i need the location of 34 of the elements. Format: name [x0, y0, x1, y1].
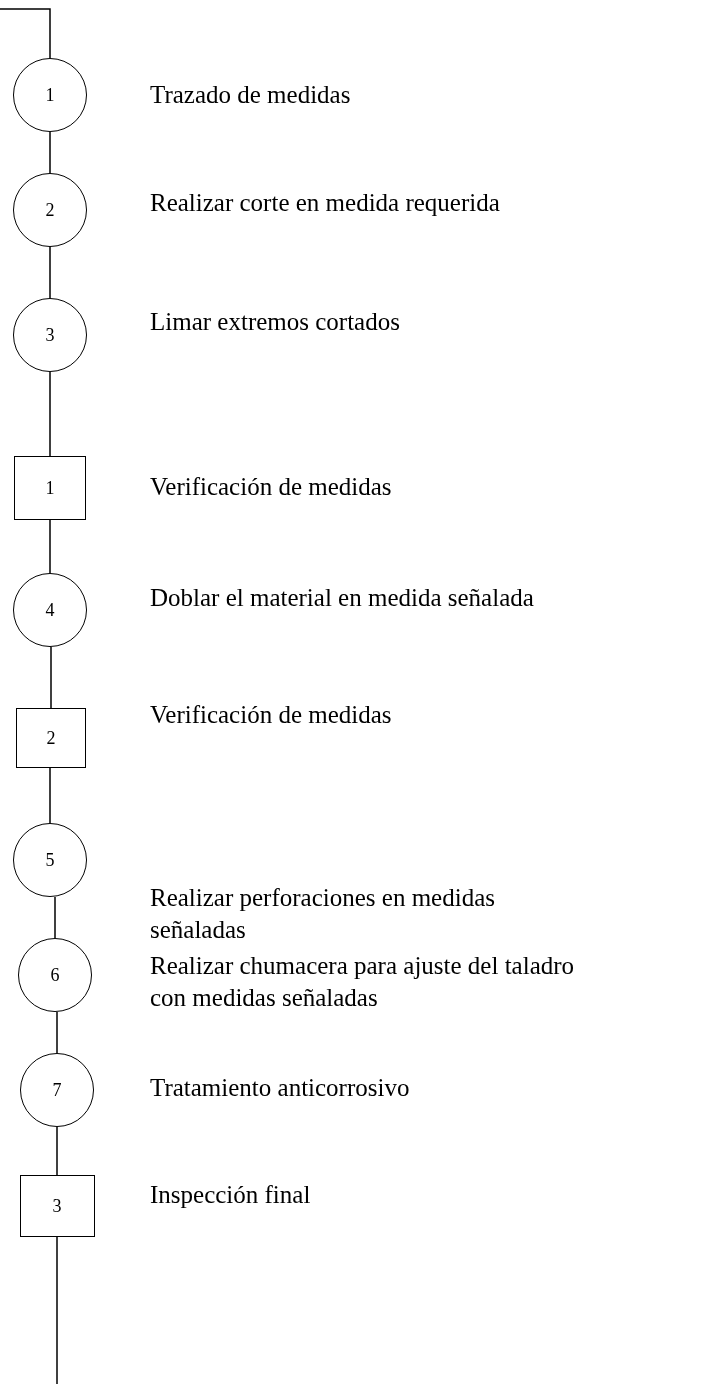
step-description: Doblar el material en medida señalada [150, 583, 534, 613]
connector-line [56, 1011, 58, 1054]
step-description: Tratamiento anticorrosivo [150, 1073, 410, 1103]
step-number: 4 [45, 599, 55, 621]
connector-line [49, 519, 51, 574]
inspection-square [19, 1175, 95, 1237]
connector-line [49, 246, 51, 299]
step-number: 5 [45, 849, 55, 871]
connector-line [56, 1236, 58, 1384]
step-number: 3 [45, 324, 55, 346]
step-number: 1 [45, 477, 55, 499]
inspection-square [16, 708, 86, 768]
step-description: Realizar perforaciones en medidas señaladas [150, 883, 496, 945]
step-description: Verificación de medidas [150, 472, 392, 502]
step-number: 3 [52, 1195, 62, 1217]
step-description: Limar extremos cortados [150, 307, 400, 337]
step-description: Trazado de medidas [150, 80, 351, 110]
connector-line [49, 767, 51, 824]
step-number: 2 [45, 199, 55, 221]
step-number: 2 [46, 727, 56, 749]
connector-line [0, 8, 51, 59]
connector-line [49, 131, 51, 174]
step-description: Verificación de medidas [150, 700, 392, 730]
connector-line [50, 646, 52, 709]
connector-line [54, 896, 56, 939]
step-number: 1 [45, 84, 55, 106]
step-description: Realizar corte en medida requerida [150, 188, 500, 218]
connector-line [56, 1126, 58, 1176]
step-description: Inspección final [150, 1180, 311, 1210]
connector-line [49, 371, 51, 457]
step-number: 6 [50, 964, 60, 986]
step-number: 7 [52, 1079, 62, 1101]
inspection-square [14, 456, 86, 520]
step-description: Realizar chumacera para ajuste del taladro con medidas señaladas [150, 951, 576, 1013]
